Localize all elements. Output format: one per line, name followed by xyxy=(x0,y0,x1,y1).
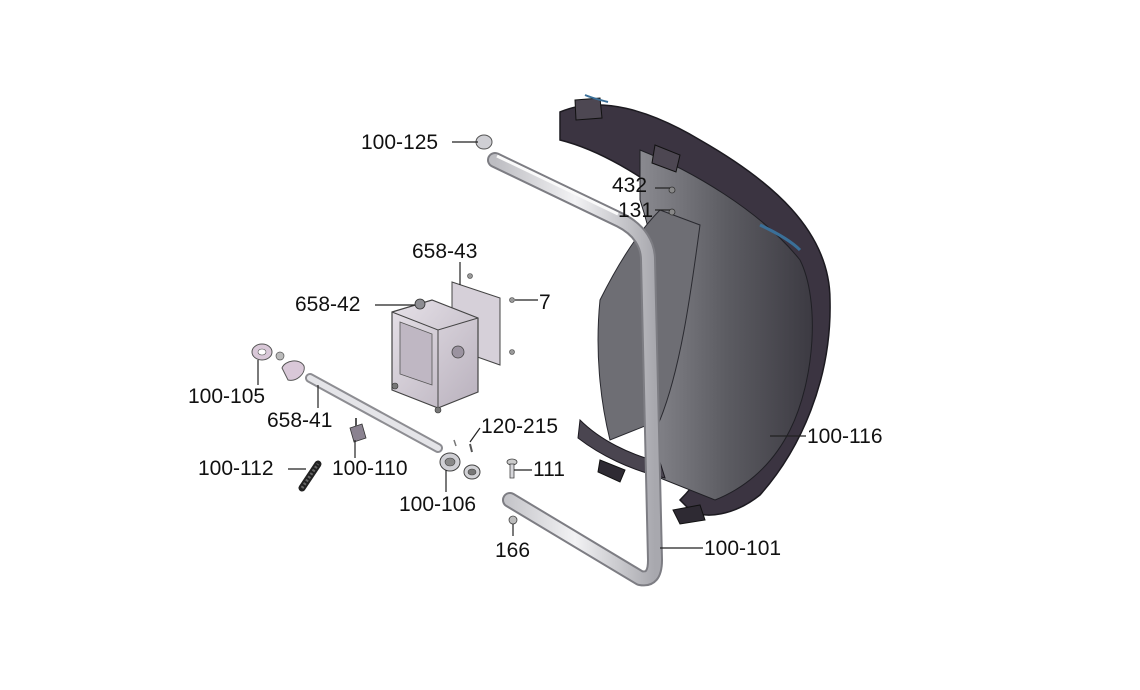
label-100-106: 100-106 xyxy=(399,493,477,516)
leader-lines xyxy=(257,141,806,549)
label-120-215: 120-215 xyxy=(481,415,559,438)
end-cap-part xyxy=(475,134,493,150)
bolt-part xyxy=(506,458,518,479)
label-131: 131 xyxy=(618,199,654,222)
spring-part xyxy=(298,460,322,492)
label-7: 7 xyxy=(539,291,551,314)
label-658-43: 658-43 xyxy=(412,240,478,263)
bracket-part xyxy=(349,418,367,443)
label-100-110: 100-110 xyxy=(332,457,408,480)
label-111: 111 xyxy=(533,458,565,481)
part-131-nut xyxy=(668,208,676,216)
fender-part xyxy=(559,94,831,525)
label-100-105: 100-105 xyxy=(188,385,266,408)
pin-part-small xyxy=(453,439,457,447)
label-166: 166 xyxy=(495,539,531,562)
label-658-42: 658-42 xyxy=(295,293,361,316)
label-100-112: 100-112 xyxy=(198,457,274,480)
label-100-116: 100-116 xyxy=(807,425,883,448)
washer-part xyxy=(251,343,305,381)
bushing-part xyxy=(439,452,481,480)
mounting-box-part xyxy=(391,298,479,414)
label-658-41: 658-41 xyxy=(267,409,333,432)
label-432: 432 xyxy=(612,174,648,197)
part-432-screw xyxy=(668,186,676,194)
label-100-125: 100-125 xyxy=(361,131,439,154)
nut-part xyxy=(508,515,518,525)
label-100-101: 100-101 xyxy=(704,537,782,560)
handle-tube-part xyxy=(487,152,663,587)
pin-part xyxy=(469,443,473,453)
axle-rod-part xyxy=(305,373,443,453)
